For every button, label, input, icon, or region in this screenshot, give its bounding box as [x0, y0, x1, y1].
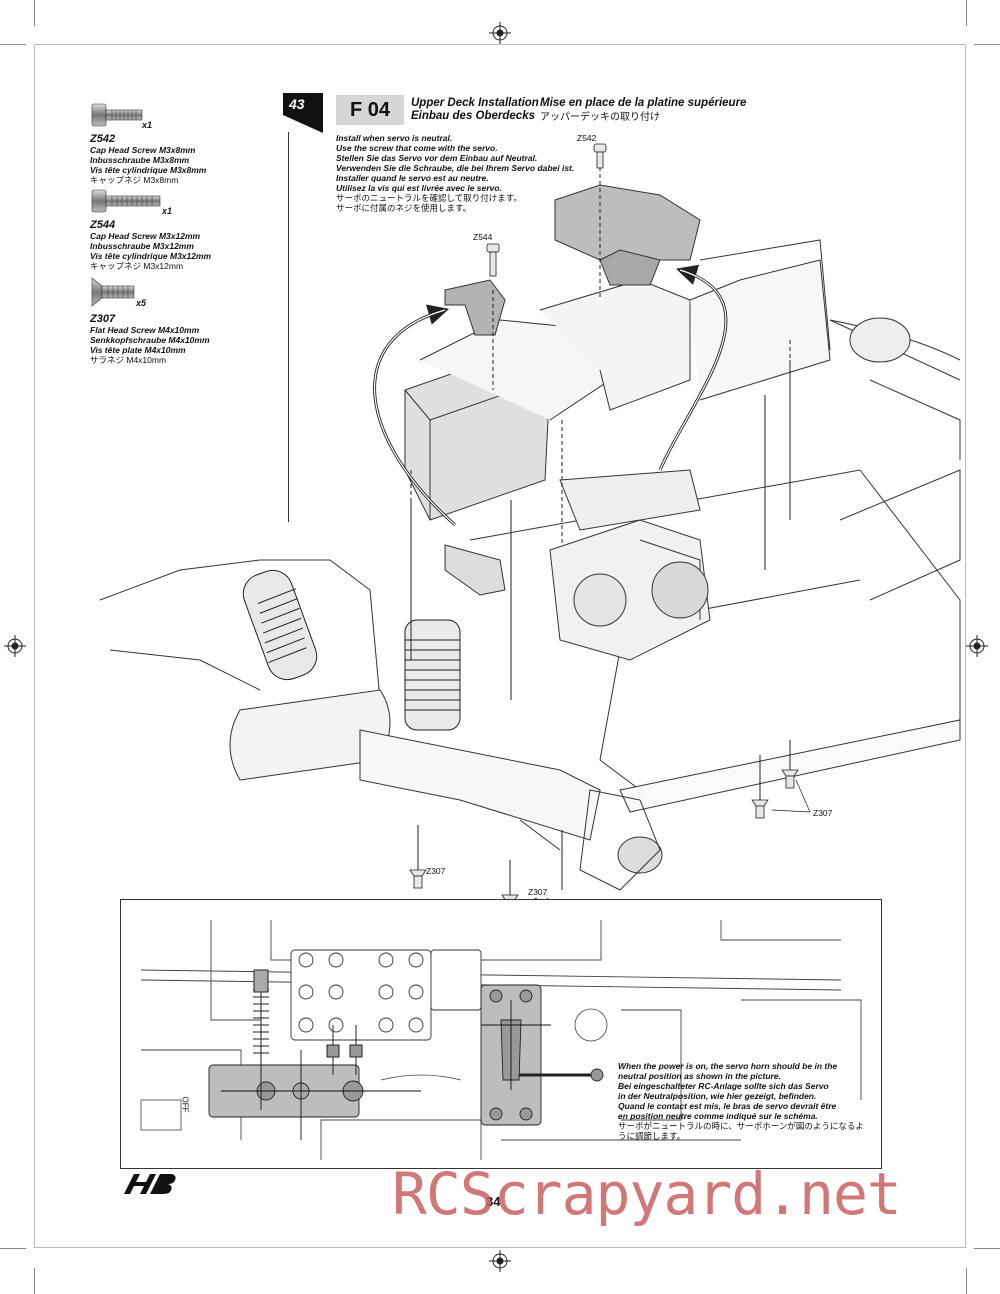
part-desc-en: Cap Head Screw M3x12mm — [90, 231, 201, 241]
crop-mark — [974, 1248, 1000, 1249]
registration-mark-icon — [489, 1250, 511, 1272]
step-number-badge — [283, 93, 323, 133]
instruction-line: Verwenden Sie die Schraube, die bei Ihre… — [336, 163, 575, 173]
instruction-line: Use the screw that come with the servo. — [336, 143, 498, 153]
cap-head-screw-icon — [91, 189, 161, 213]
callout-z544: Z544 — [473, 232, 493, 242]
off-label: OFF — [180, 1096, 190, 1113]
note-line: Quand le contact est mis, le bras de ser… — [618, 1101, 837, 1111]
part-desc-fr: Vis tête cylindrique M3x8mm — [90, 165, 207, 175]
part-desc-de: Senkkopfschraube M4x10mm — [90, 335, 210, 345]
note-line: サーボがニュートラルの時に、サーボホーンが図のようになるよ — [618, 1121, 864, 1131]
part-desc-jp: サラネジ M4x10mm — [90, 355, 167, 365]
crop-mark — [0, 44, 26, 45]
note-line: en position neutre comme indiqué sur le … — [618, 1111, 818, 1121]
servo-neutral-detail-drawing — [140, 920, 862, 1160]
instruction-line: Utilisez la vis qui est livrée avec le s… — [336, 183, 502, 193]
part-desc-jp: キャップネジ M3x12mm — [90, 261, 184, 271]
note-line: in der Neutralposition, wie hier gezeigt… — [618, 1091, 817, 1101]
part-desc-fr: Vis tête cylindrique M3x12mm — [90, 251, 212, 261]
crop-mark — [966, 0, 967, 26]
part-desc-jp: キャップネジ M3x8mm — [90, 175, 179, 185]
hb-logo-icon — [124, 1174, 176, 1194]
inset-note: When the power is on, the servo horn sho… — [618, 1061, 873, 1141]
title-fr: Mise en place de la platine supérieure — [540, 97, 747, 109]
crop-mark — [34, 1268, 35, 1294]
registration-mark-icon — [966, 635, 988, 657]
registration-mark-icon — [489, 22, 511, 44]
part-qty: x1 — [142, 120, 153, 130]
step-number: 43 — [283, 93, 323, 133]
divider-line — [288, 132, 289, 522]
watermark: RCScrapyard.net — [392, 1160, 902, 1228]
callout-z307: Z307 — [813, 808, 833, 818]
note-line: neutral position as shown in the picture… — [618, 1071, 781, 1081]
instructions: Install when servo is neutral. Use the s… — [336, 133, 576, 213]
note-line: Bei eingeschalteter RC-Anlage sollte sic… — [618, 1081, 829, 1091]
step-code: F 04 — [336, 95, 404, 125]
part-qty: x5 — [136, 298, 147, 308]
crop-mark — [966, 1268, 967, 1294]
instruction-line: Install when servo is neutral. — [336, 133, 453, 143]
instruction-line: サーボに付属のネジを使用します。 — [336, 203, 472, 213]
page-frame — [34, 44, 966, 1248]
crop-mark — [974, 44, 1000, 45]
part-desc-en: Cap Head Screw M3x8mm — [90, 145, 196, 155]
flat-head-screw-icon — [91, 277, 135, 307]
instruction-line: Installer quand le servo est au neutre. — [336, 173, 489, 183]
part-code: Z307 — [90, 313, 116, 325]
note-line: うに調節します。 — [618, 1131, 686, 1141]
part-z307: x5 Z307 Flat Head Screw M4x10mm Senkkopf… — [90, 276, 240, 365]
instruction-line: Stellen Sie das Servo vor dem Einbau auf… — [336, 153, 538, 163]
callout-z307: Z307 — [426, 866, 446, 876]
screw-z542-icon — [593, 143, 607, 169]
title-jp: アッパーデッキの取り付け — [540, 112, 660, 123]
part-desc-en: Flat Head Screw M4x10mm — [90, 325, 200, 335]
page-number: 34 — [486, 1194, 501, 1209]
callout-z542: Z542 — [577, 133, 597, 143]
neutral-position-inset: OFF — [120, 899, 882, 1169]
step-number-text: 43 — [289, 96, 305, 112]
part-qty: x1 — [162, 206, 173, 216]
callout-z307: Z307 — [528, 887, 548, 897]
crop-mark — [34, 0, 35, 26]
part-code: Z542 — [90, 133, 116, 145]
note-line: When the power is on, the servo horn sho… — [618, 1061, 838, 1071]
part-desc-fr: Vis tête plate M4x10mm — [90, 345, 186, 355]
part-z542: x1 Z542 Cap Head Screw M3x8mm Inbusschra… — [90, 102, 240, 185]
part-desc-de: Inbusschraube M3x8mm — [90, 155, 190, 165]
registration-mark-icon — [4, 635, 26, 657]
part-z544: x1 Z544 Cap Head Screw M3x12mm Inbusschr… — [90, 188, 240, 271]
crop-mark — [0, 1248, 26, 1249]
title-en: Upper Deck Installation — [411, 97, 539, 109]
cap-head-screw-icon — [91, 103, 143, 127]
part-desc-de: Inbusschraube M3x12mm — [90, 241, 194, 251]
instruction-line: サーボのニュートラルを確認して取り付けます。 — [336, 193, 522, 203]
title-de: Einbau des Oberdecks — [411, 110, 535, 122]
part-code: Z544 — [90, 219, 116, 231]
